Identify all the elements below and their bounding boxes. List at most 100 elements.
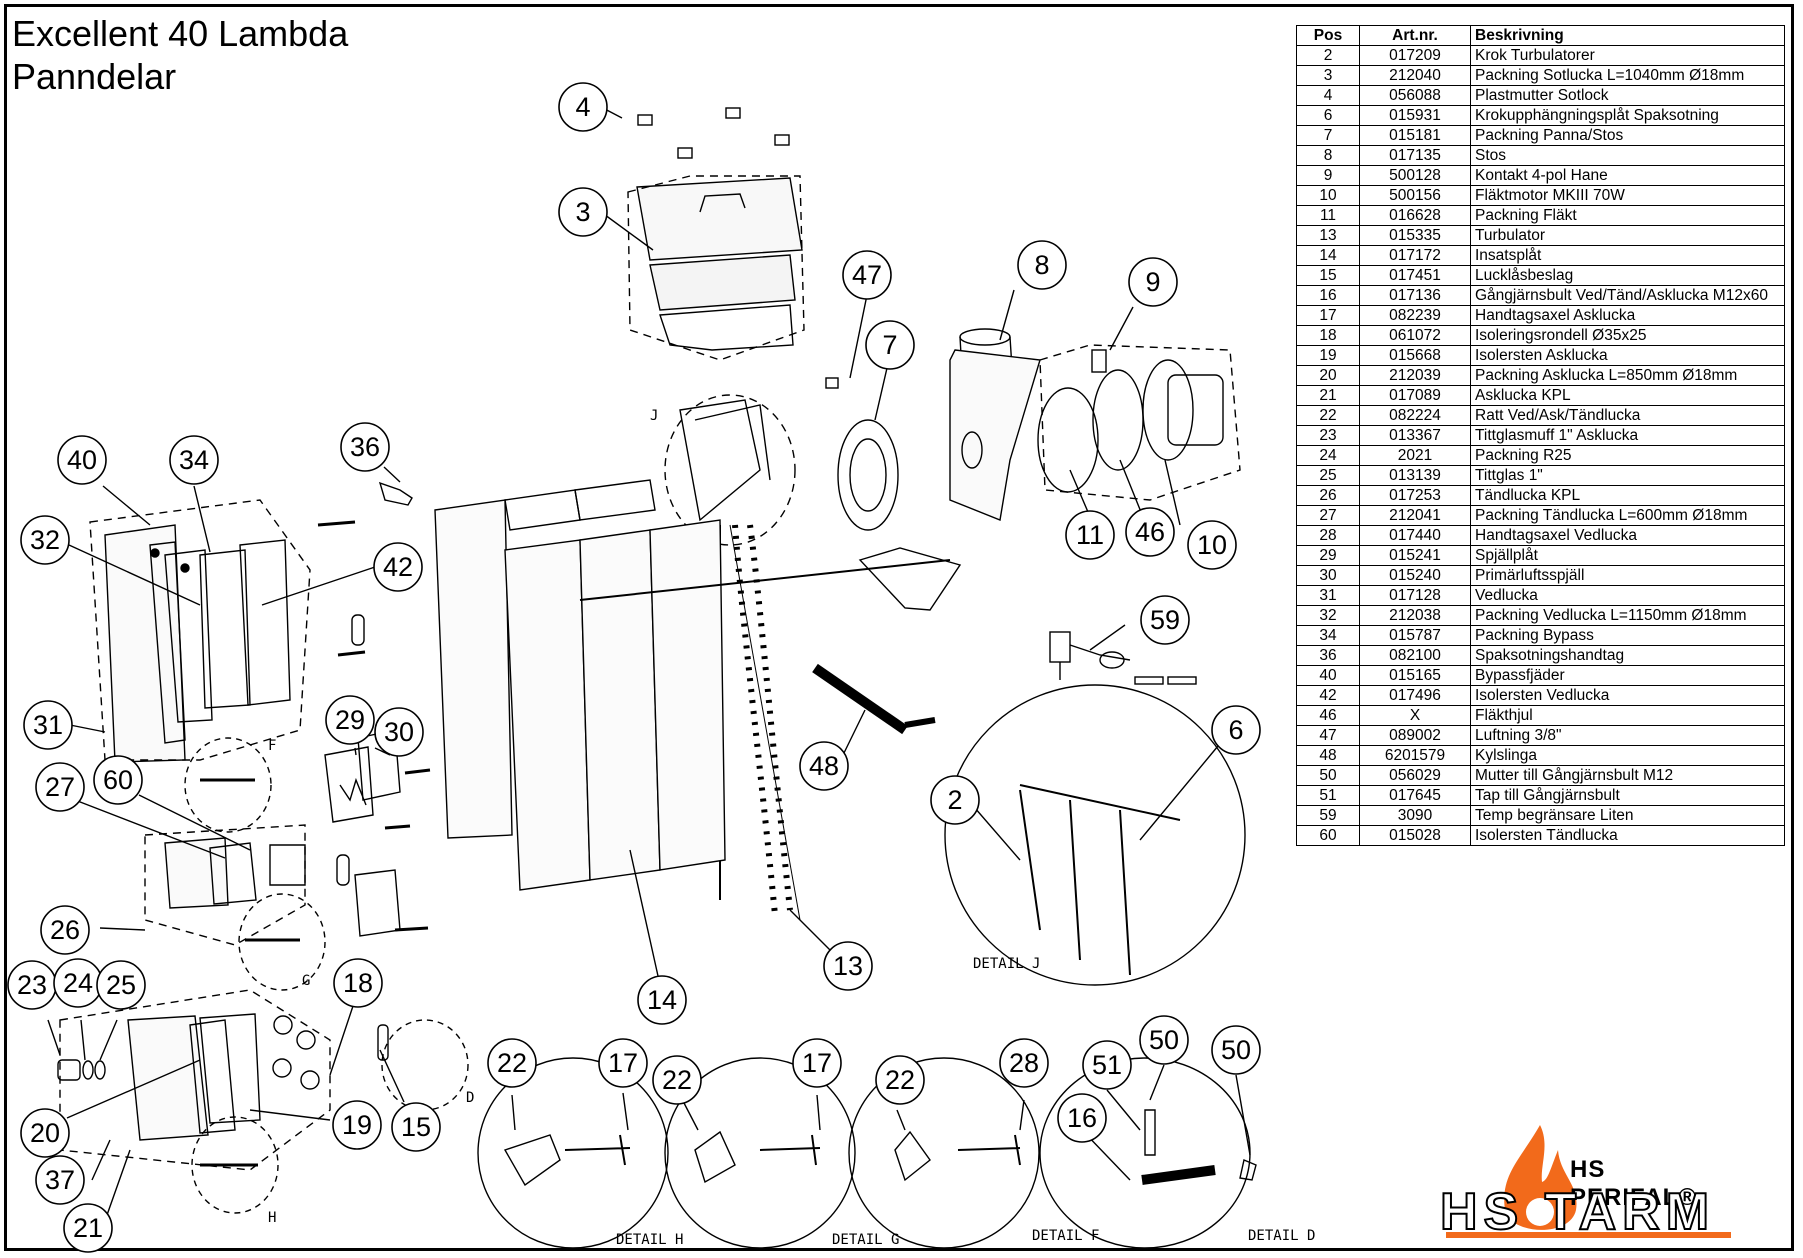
cell-pos: 19 (1296, 345, 1360, 366)
callout-18: 18 (333, 958, 383, 1008)
flue-collar (949, 328, 1041, 521)
cell-art-nr: 017136 (1359, 285, 1471, 306)
callout-4: 4 (558, 82, 608, 132)
callout-48: 48 (799, 741, 849, 791)
cell-pos: 18 (1296, 325, 1360, 346)
cell-art-nr: 082100 (1359, 645, 1471, 666)
cell-art-nr: 500128 (1359, 165, 1471, 186)
cell-art-nr: 212041 (1359, 505, 1471, 526)
cell-art-nr: 3090 (1359, 805, 1471, 826)
cell-description: Tap till Gångjärnsbult (1470, 785, 1785, 806)
callout-number: 47 (852, 260, 882, 290)
callout-number: 11 (1076, 520, 1104, 550)
cell-art-nr: 015335 (1359, 225, 1471, 246)
cell-art-nr: 017496 (1359, 685, 1471, 706)
callout-number: 26 (50, 915, 80, 945)
callout-number: 19 (342, 1110, 372, 1140)
callout-number: 40 (67, 445, 97, 475)
cell-pos: 20 (1296, 365, 1360, 386)
detail-marker-d: D (466, 1090, 474, 1106)
cell-description: Packning R25 (1470, 445, 1785, 466)
cell-art-nr: 500156 (1359, 185, 1471, 206)
cell-description: Luftning 3/8" (1470, 725, 1785, 746)
callout-17: 17 (598, 1038, 648, 1088)
callout-number: 14 (647, 985, 677, 1015)
cell-pos: 29 (1296, 545, 1360, 566)
insert-plates (434, 479, 962, 891)
cell-description: Packning Fläkt (1470, 205, 1785, 226)
cell-pos: 28 (1296, 525, 1360, 546)
cell-description: Ratt Ved/Ask/Tändlucka (1470, 405, 1785, 426)
detail-title-j: DETAIL J (973, 956, 1040, 972)
cell-art-nr: 016628 (1359, 205, 1471, 226)
cell-art-nr: 212039 (1359, 365, 1471, 386)
cell-art-nr: 017645 (1359, 785, 1471, 806)
soot-hatch-assembly (627, 107, 805, 361)
brand-bar (1446, 1232, 1731, 1238)
cell-art-nr: 013139 (1359, 465, 1471, 486)
cell-description: Tändlucka KPL (1470, 485, 1785, 506)
detail-title-d: DETAIL D (1248, 1228, 1315, 1244)
cell-pos: 16 (1296, 285, 1360, 306)
callout-11: 11 (1065, 510, 1115, 560)
callout-17: 17 (792, 1038, 842, 1088)
cell-pos: 3 (1296, 65, 1360, 86)
callout-number: 36 (350, 432, 380, 462)
callout-number: 2 (947, 785, 962, 815)
cell-description: Packning Asklucka L=850mm Ø18mm (1470, 365, 1785, 386)
vent-fitting (825, 377, 839, 389)
cell-art-nr: 056088 (1359, 85, 1471, 106)
callout-number: 60 (103, 765, 133, 795)
callout-60: 60 (93, 755, 143, 805)
detail-j-circle (944, 684, 1246, 986)
cell-art-nr: 015028 (1359, 825, 1471, 846)
header-art-nr: Art.nr. (1359, 25, 1471, 46)
cell-art-nr: 015668 (1359, 345, 1471, 366)
callout-number: 23 (17, 970, 47, 1000)
cell-pos: 34 (1296, 625, 1360, 646)
cell-description: Handtagsaxel Vedlucka (1470, 525, 1785, 546)
drawing-frame (4, 4, 1794, 1251)
cell-pos: 31 (1296, 585, 1360, 606)
callout-22: 22 (875, 1055, 925, 1105)
callout-23: 23 (7, 960, 57, 1010)
cell-description: Kontakt 4-pol Hane (1470, 165, 1785, 186)
cell-description: Krok Turbulatorer (1470, 45, 1785, 66)
cooling-coil (812, 663, 908, 735)
cell-description: Handtagsaxel Asklucka (1470, 305, 1785, 326)
callout-number: 27 (45, 772, 75, 802)
callout-number: 37 (45, 1165, 75, 1195)
cell-pos: 26 (1296, 485, 1360, 506)
callout-31: 31 (23, 700, 73, 750)
callout-number: 46 (1135, 517, 1165, 547)
cell-description: Isolersten Asklucka (1470, 345, 1785, 366)
cell-art-nr: 017209 (1359, 45, 1471, 66)
cell-description: Fläktmotor MKIII 70W (1470, 185, 1785, 206)
cell-description: Vedlucka (1470, 585, 1785, 606)
cell-art-nr: 015931 (1359, 105, 1471, 126)
ignition-hatch-assembly (144, 824, 326, 991)
callout-number: 18 (343, 968, 373, 998)
callout-number: 22 (497, 1048, 527, 1078)
cell-pos: 27 (1296, 505, 1360, 526)
callout-28: 28 (999, 1038, 1049, 1088)
callout-number: 7 (882, 330, 897, 360)
